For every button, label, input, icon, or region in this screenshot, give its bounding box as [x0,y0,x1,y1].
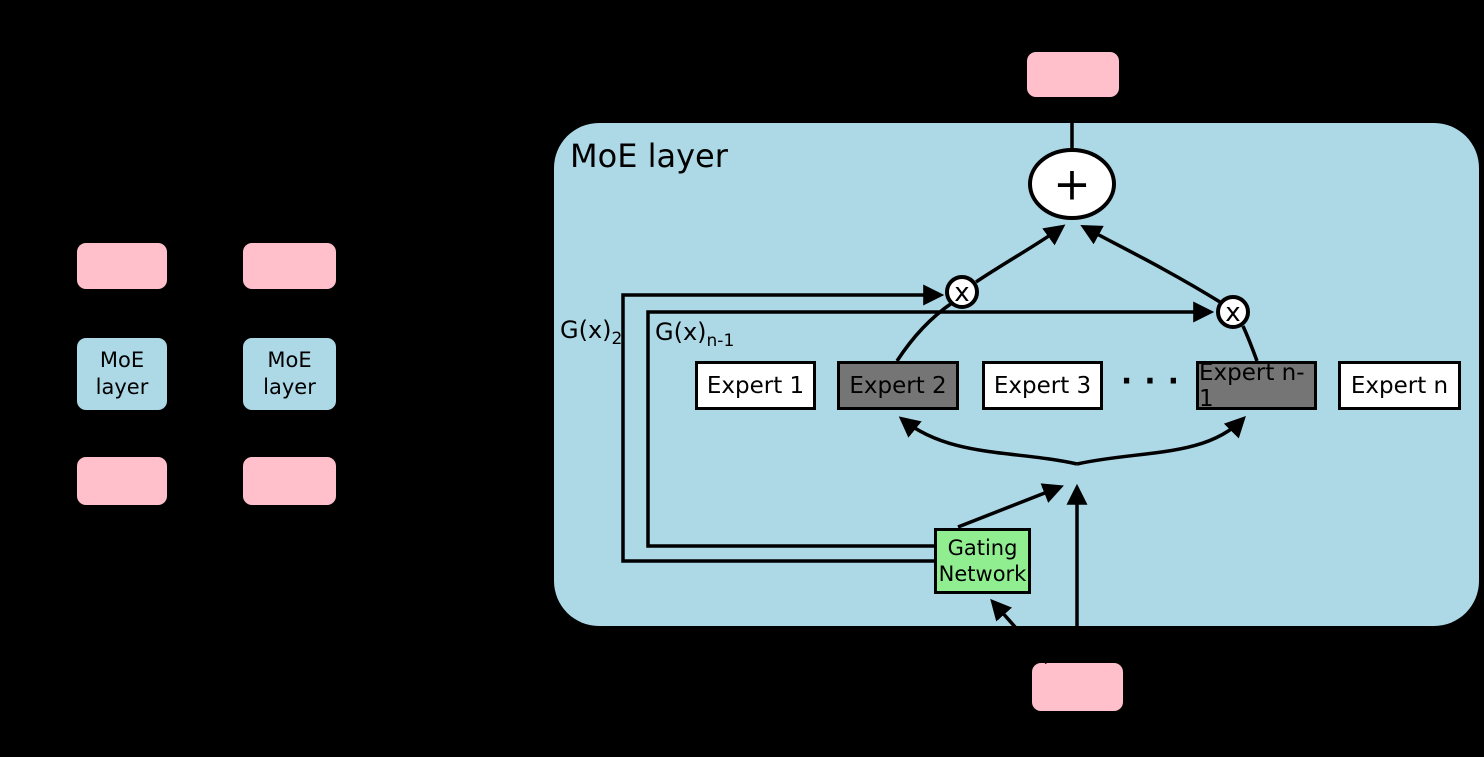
gate-weight-label-2-sub: 2 [611,328,623,349]
moe-input-box [1032,663,1123,711]
stack1-output-box [77,243,167,289]
gate-weight-label-n-1-sub: n-1 [706,330,735,351]
expert-2-box: Expert 2 [837,361,959,410]
stack1-moe-label-line2: layer [95,375,149,399]
gating-label-line2: Network [938,562,1027,586]
gate-weight-label-2-base: G(x) [560,316,612,344]
gating-network-box: Gating Network [934,528,1031,594]
stack1-moe-box: MoE layer [77,338,167,410]
gate-weight-label-2: G(x)2 [560,316,622,349]
gating-label-line1: Gating [947,535,1018,560]
stack2-input-box [243,457,336,505]
stack1-moe-label-line1: MoE [99,347,145,372]
stack1-input-box [77,457,167,505]
expert-3-box: Expert 3 [982,361,1103,410]
stack2-output-box [243,243,336,289]
expert-n-1-box: Expert n-1 [1196,360,1317,412]
stack2-moe-box: MoE layer [243,338,336,410]
moe-layer-title: MoE layer [570,137,728,175]
stack2-moe-label-line2: layer [263,375,316,399]
stack2-moe-label-line1: MoE [267,347,312,372]
experts-ellipsis: ··· [1120,364,1192,399]
gate-weight-label-n-1: G(x)n-1 [655,318,734,351]
expert-1-box: Expert 1 [695,361,816,410]
moe-output-box [1027,52,1119,97]
gate-weight-label-n-1-base: G(x) [655,318,707,346]
expert-n-box: Expert n [1338,361,1461,410]
